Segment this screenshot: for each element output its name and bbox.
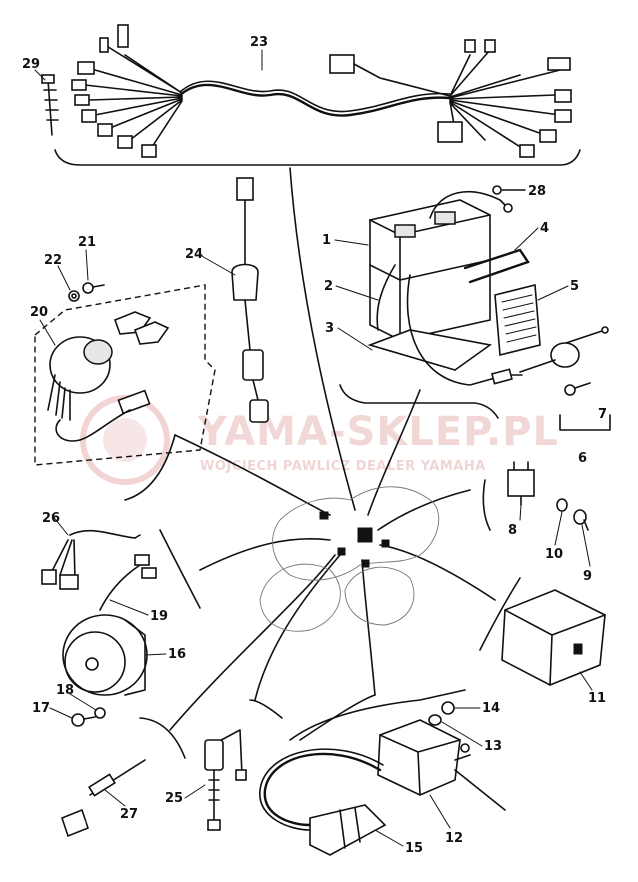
callout-27: 27 bbox=[120, 807, 138, 822]
battery-strap bbox=[463, 248, 530, 284]
washer-10 bbox=[556, 498, 568, 512]
ignition-keys bbox=[113, 311, 170, 345]
callout-16: 16 bbox=[168, 647, 186, 662]
callout-9: 9 bbox=[583, 569, 592, 584]
harness-connector bbox=[117, 24, 129, 48]
coil-bracket bbox=[289, 689, 466, 741]
callout-7: 7 bbox=[598, 407, 607, 422]
chassis-center-mark bbox=[357, 527, 373, 543]
callout-26: 26 bbox=[42, 511, 60, 526]
callout-22: 22 bbox=[44, 253, 62, 268]
washer-13 bbox=[428, 714, 442, 726]
callout-25: 25 bbox=[165, 791, 183, 806]
callout-23: 23 bbox=[250, 35, 268, 50]
callout-13: 13 bbox=[484, 739, 502, 754]
callout-2: 2 bbox=[324, 279, 333, 294]
battery-hose bbox=[376, 264, 396, 331]
bolt-29 bbox=[41, 74, 59, 136]
callout-12: 12 bbox=[445, 831, 463, 846]
harness-bracket bbox=[54, 149, 581, 166]
callout-4: 4 bbox=[540, 221, 549, 236]
sensor-25 bbox=[204, 729, 247, 831]
main-switch bbox=[47, 336, 151, 442]
main-switch-group bbox=[34, 284, 216, 466]
harness26-bracket bbox=[159, 529, 201, 609]
lead-19 bbox=[99, 554, 157, 611]
callout-29: 29 bbox=[22, 57, 40, 72]
unit11-bracket bbox=[479, 577, 521, 651]
relay-6 bbox=[511, 326, 609, 376]
sub-harness-26 bbox=[41, 529, 141, 590]
bolt-14 bbox=[441, 701, 455, 715]
fuse-holder bbox=[231, 177, 269, 423]
screw-28 bbox=[492, 185, 526, 195]
battery bbox=[369, 190, 513, 341]
watermark: YAMA-SKLEP.PL WOJCIECH PAWLICZ DEALER YA… bbox=[80, 395, 558, 485]
unit-11 bbox=[501, 589, 606, 686]
callout-labels: 23 29 28 1 4 24 21 22 2 5 20 3 7 6 8 26 … bbox=[22, 35, 607, 856]
washer-22 bbox=[68, 290, 80, 302]
callout-28: 28 bbox=[528, 184, 546, 199]
sensor25-bracket bbox=[249, 699, 283, 719]
wire-harness bbox=[71, 24, 572, 158]
chassis-outline bbox=[259, 486, 440, 632]
washer-18 bbox=[94, 707, 106, 719]
callout-6: 6 bbox=[578, 451, 587, 466]
callout-17: 17 bbox=[32, 701, 50, 716]
bolt-21 bbox=[82, 282, 105, 294]
group6-bracket bbox=[559, 414, 611, 431]
callout-1: 1 bbox=[322, 233, 331, 248]
callout-pointers bbox=[34, 49, 593, 847]
bolt-17 bbox=[71, 713, 96, 727]
callout-21: 21 bbox=[78, 235, 96, 250]
part27-bracket bbox=[139, 717, 186, 759]
spark-plug-cap bbox=[259, 748, 387, 856]
relay-bracket bbox=[482, 479, 491, 531]
leader-lines bbox=[169, 167, 496, 741]
callout-3: 3 bbox=[325, 321, 334, 336]
battery-cable bbox=[406, 274, 496, 386]
callout-18: 18 bbox=[56, 683, 74, 698]
callout-19: 19 bbox=[150, 609, 168, 624]
relay-8 bbox=[507, 461, 535, 506]
callout-5: 5 bbox=[570, 279, 579, 294]
bolt-7 bbox=[564, 382, 591, 396]
callout-15: 15 bbox=[405, 841, 423, 856]
horn bbox=[62, 614, 148, 696]
warning-label bbox=[494, 283, 541, 357]
battery-bracket bbox=[339, 384, 499, 419]
ignition-coil bbox=[377, 719, 506, 811]
part-27: FRO bbox=[61, 759, 146, 838]
switch-bracket bbox=[124, 434, 176, 501]
callout-14: 14 bbox=[482, 701, 500, 716]
callout-24: 24 bbox=[185, 247, 203, 262]
callout-8: 8 bbox=[508, 523, 517, 538]
battery-tray bbox=[367, 329, 492, 371]
callout-20: 20 bbox=[30, 305, 48, 320]
callout-10: 10 bbox=[545, 547, 563, 562]
bolt-9 bbox=[573, 509, 589, 531]
callout-11: 11 bbox=[588, 691, 606, 706]
